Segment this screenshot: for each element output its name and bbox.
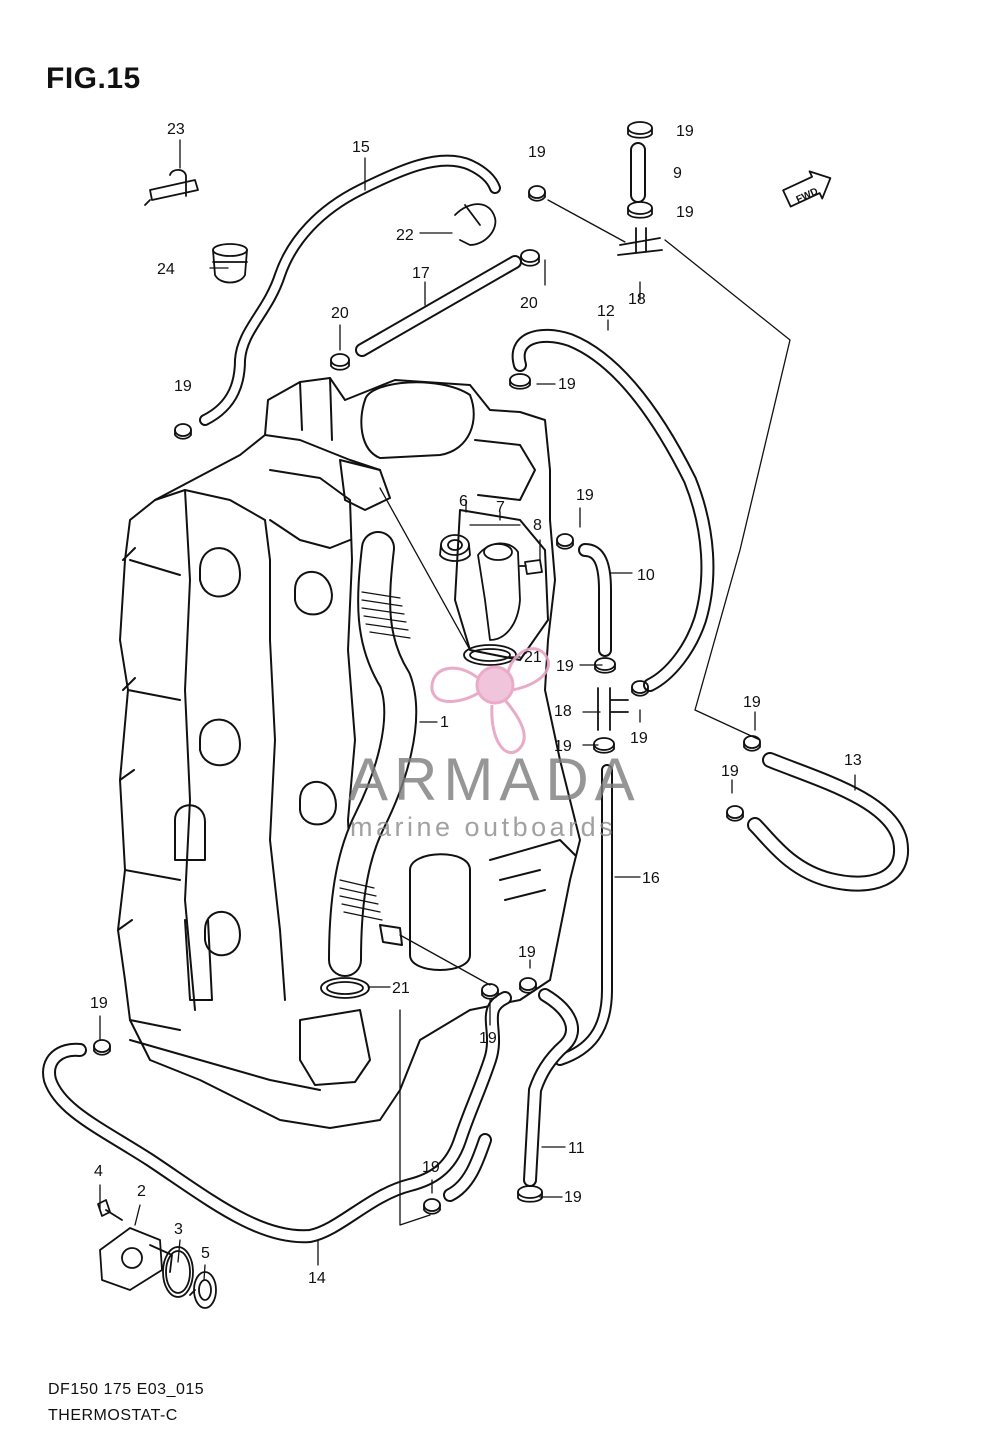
part-label-19: 19 [743, 694, 761, 711]
part-label-19: 19 [630, 730, 648, 747]
clamp-19 [593, 737, 615, 754]
clamp-19 [627, 201, 653, 219]
bolt-8 [519, 559, 543, 575]
part-label-15: 15 [352, 139, 370, 156]
clamp-21 [463, 644, 517, 666]
holder-23 [144, 168, 199, 206]
thermostat-6 [439, 534, 471, 562]
part-label-23: 23 [167, 121, 185, 138]
part-label-17: 17 [412, 265, 430, 282]
part-label-24: 24 [157, 261, 175, 278]
part-label-19: 19 [554, 738, 572, 755]
part-label-4: 4 [94, 1163, 103, 1180]
part-label-20: 20 [520, 295, 538, 312]
part-label-19: 19 [518, 944, 536, 961]
part-label-6: 6 [459, 493, 468, 510]
part-label-19: 19 [174, 378, 192, 395]
grommet-24 [212, 243, 248, 284]
part-label-11: 11 [568, 1140, 585, 1157]
clamp-19 [519, 977, 537, 994]
clamp-19 [743, 735, 761, 752]
clamp-20 [520, 249, 540, 267]
clamp-19 [93, 1039, 111, 1056]
part-label-19: 19 [528, 144, 546, 161]
part-label-9: 9 [673, 165, 682, 182]
seal-5 [189, 1271, 217, 1309]
hose-12 [511, 328, 715, 692]
part-label-20: 20 [331, 305, 349, 322]
clamp-19 [517, 1185, 543, 1203]
clamp-19 [528, 185, 546, 202]
part-label-12: 12 [597, 303, 615, 320]
part-label-18: 18 [628, 291, 646, 308]
page-title: FIG.15 [46, 62, 141, 95]
propeller-logo-icon [430, 647, 550, 754]
diagram-name-caption: THERMOSTAT-C [48, 1407, 178, 1424]
part-label-19: 19 [676, 123, 694, 140]
part-label-5: 5 [201, 1245, 210, 1262]
part-label-21: 21 [524, 649, 542, 666]
part-label-19: 19 [676, 204, 694, 221]
part-label-19: 19 [558, 376, 576, 393]
part-label-22: 22 [396, 227, 414, 244]
part-label-10: 10 [637, 567, 655, 584]
part-label-16: 16 [642, 870, 660, 887]
leader-lines [99, 139, 856, 1281]
clamp-19-group [93, 121, 761, 1215]
clamp-19 [509, 373, 531, 390]
engine-block-drawing [117, 377, 581, 1129]
clamp-19 [726, 805, 744, 822]
thermostat-cover-7 [477, 542, 521, 641]
clamp-19 [594, 657, 616, 674]
part-label-19: 19 [556, 658, 574, 675]
part-label-19: 19 [564, 1189, 582, 1206]
part-labels: 23 15 19 19 9 19 22 24 17 20 18 20 12 19… [90, 121, 862, 1287]
part-label-7: 7 [496, 499, 505, 516]
part-label-19: 19 [422, 1159, 440, 1176]
part-label-21: 21 [392, 980, 410, 997]
clamp-19 [481, 983, 499, 1000]
part-label-14: 14 [308, 1270, 326, 1287]
part-label-8: 8 [533, 517, 542, 534]
part-label-1: 1 [440, 714, 449, 731]
bracket-22 [454, 203, 497, 246]
clamp-19 [174, 423, 192, 440]
fwd-arrow-icon [782, 170, 832, 208]
part-label-19: 19 [90, 995, 108, 1012]
clamp-19 [423, 1198, 441, 1215]
part-label-18: 18 [554, 703, 572, 720]
clamp-19 [556, 533, 574, 550]
part-label-3: 3 [174, 1221, 183, 1238]
clamp-19 [627, 121, 653, 139]
clamp-20 [330, 353, 350, 371]
watermark-tagline: marine outboards [350, 812, 617, 842]
part-label-2: 2 [137, 1183, 146, 1200]
part-label-13: 13 [844, 752, 862, 769]
part-label-19: 19 [721, 763, 739, 780]
diagram-code-caption: DF150 175 E03_015 [48, 1381, 205, 1398]
part-label-19: 19 [479, 1030, 497, 1047]
bolt-4 [97, 1199, 123, 1221]
clamp-19 [631, 680, 649, 697]
watermark-brand: ARMADA [348, 746, 641, 813]
cover-2 [99, 1227, 173, 1291]
clamp-21 [320, 977, 370, 999]
joint-18 [597, 227, 663, 731]
part-label-19: 19 [576, 487, 594, 504]
o-ring-3 [162, 1246, 194, 1298]
